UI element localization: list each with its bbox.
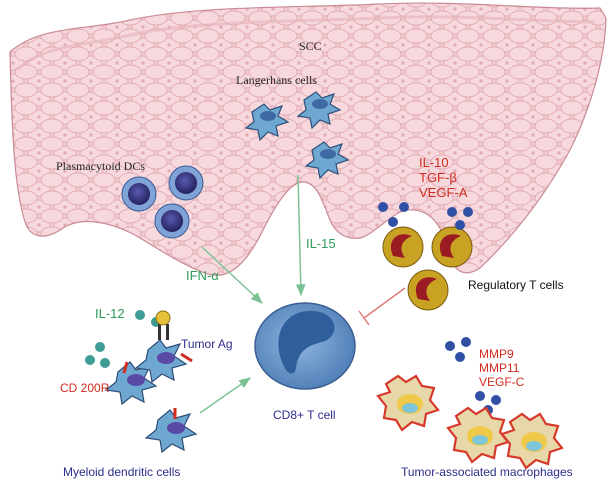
tam-cytokine-list: MMP9 MMP11 VEGF-C [479,347,524,389]
langerhans-cell-icon [244,103,290,142]
myeloid-dendritic-cell-icon [144,409,198,454]
arrow-mdc [199,377,251,414]
label-tumor-ag: Tumor Ag [181,337,233,351]
plasmacytoid-dc-icon [168,165,204,201]
label-cd8-t-cell: CD8+ T cell [273,408,336,422]
label-regulatory-t-cells: Regulatory T cells [468,278,564,292]
tumor-associated-macrophage-icon [446,406,510,464]
tumor-associated-macrophage-icon [376,374,440,432]
label-ifn-alpha: IFN-α [186,268,219,283]
scc-epithelium [9,2,607,276]
cytokine-dot-icon [378,202,473,230]
cd8-t-cell-icon [254,302,356,390]
label-il15: IL-15 [306,236,336,251]
label-il12: IL-12 [95,306,125,321]
arrow-il15 [295,174,306,297]
arrow-ifn [201,246,263,304]
langerhans-cell-icon [304,141,350,180]
treg-cytokine-vegfa: VEGF-A [419,185,468,200]
cd200r-receptor [122,352,193,419]
label-cd200r: CD 200R [60,381,110,395]
label-tumor-associated-macrophages: Tumor-associated macrophages [401,465,573,479]
inhibition-treg [358,287,406,326]
label-langerhans-cells: Langerhans cells [236,73,317,87]
treg-cytokine-list: IL-10 TGF-β VEGF-A [419,155,467,200]
regulatory-t-cell-icon [431,226,473,268]
myeloid-dendritic-cell-icon [134,310,188,384]
langerhans-cell-icon [296,91,342,130]
plasmacytoid-dc-icon [154,203,190,239]
label-myeloid-dendritic-cells: Myeloid dendritic cells [63,465,181,479]
tam-cytokine-vegfc: VEGF-C [479,375,525,389]
treg-cytokine-tgfb: TGF-β [419,170,457,185]
plasmacytoid-dc-icon [121,176,157,212]
myeloid-dendritic-cell-icon [104,361,158,406]
treg-cytokine-il10: IL-10 [419,155,449,170]
tumor-associated-macrophage-icon [500,412,564,470]
label-plasmacytoid-dcs: Plasmacytoid DCs [56,159,145,173]
label-scc: SCC [299,39,322,53]
tam-cytokine-mmp11: MMP11 [479,361,520,375]
regulatory-t-cell-icon [407,269,449,311]
tam-cytokine-mmp9: MMP9 [479,347,514,361]
regulatory-t-cell-icon [382,226,424,268]
